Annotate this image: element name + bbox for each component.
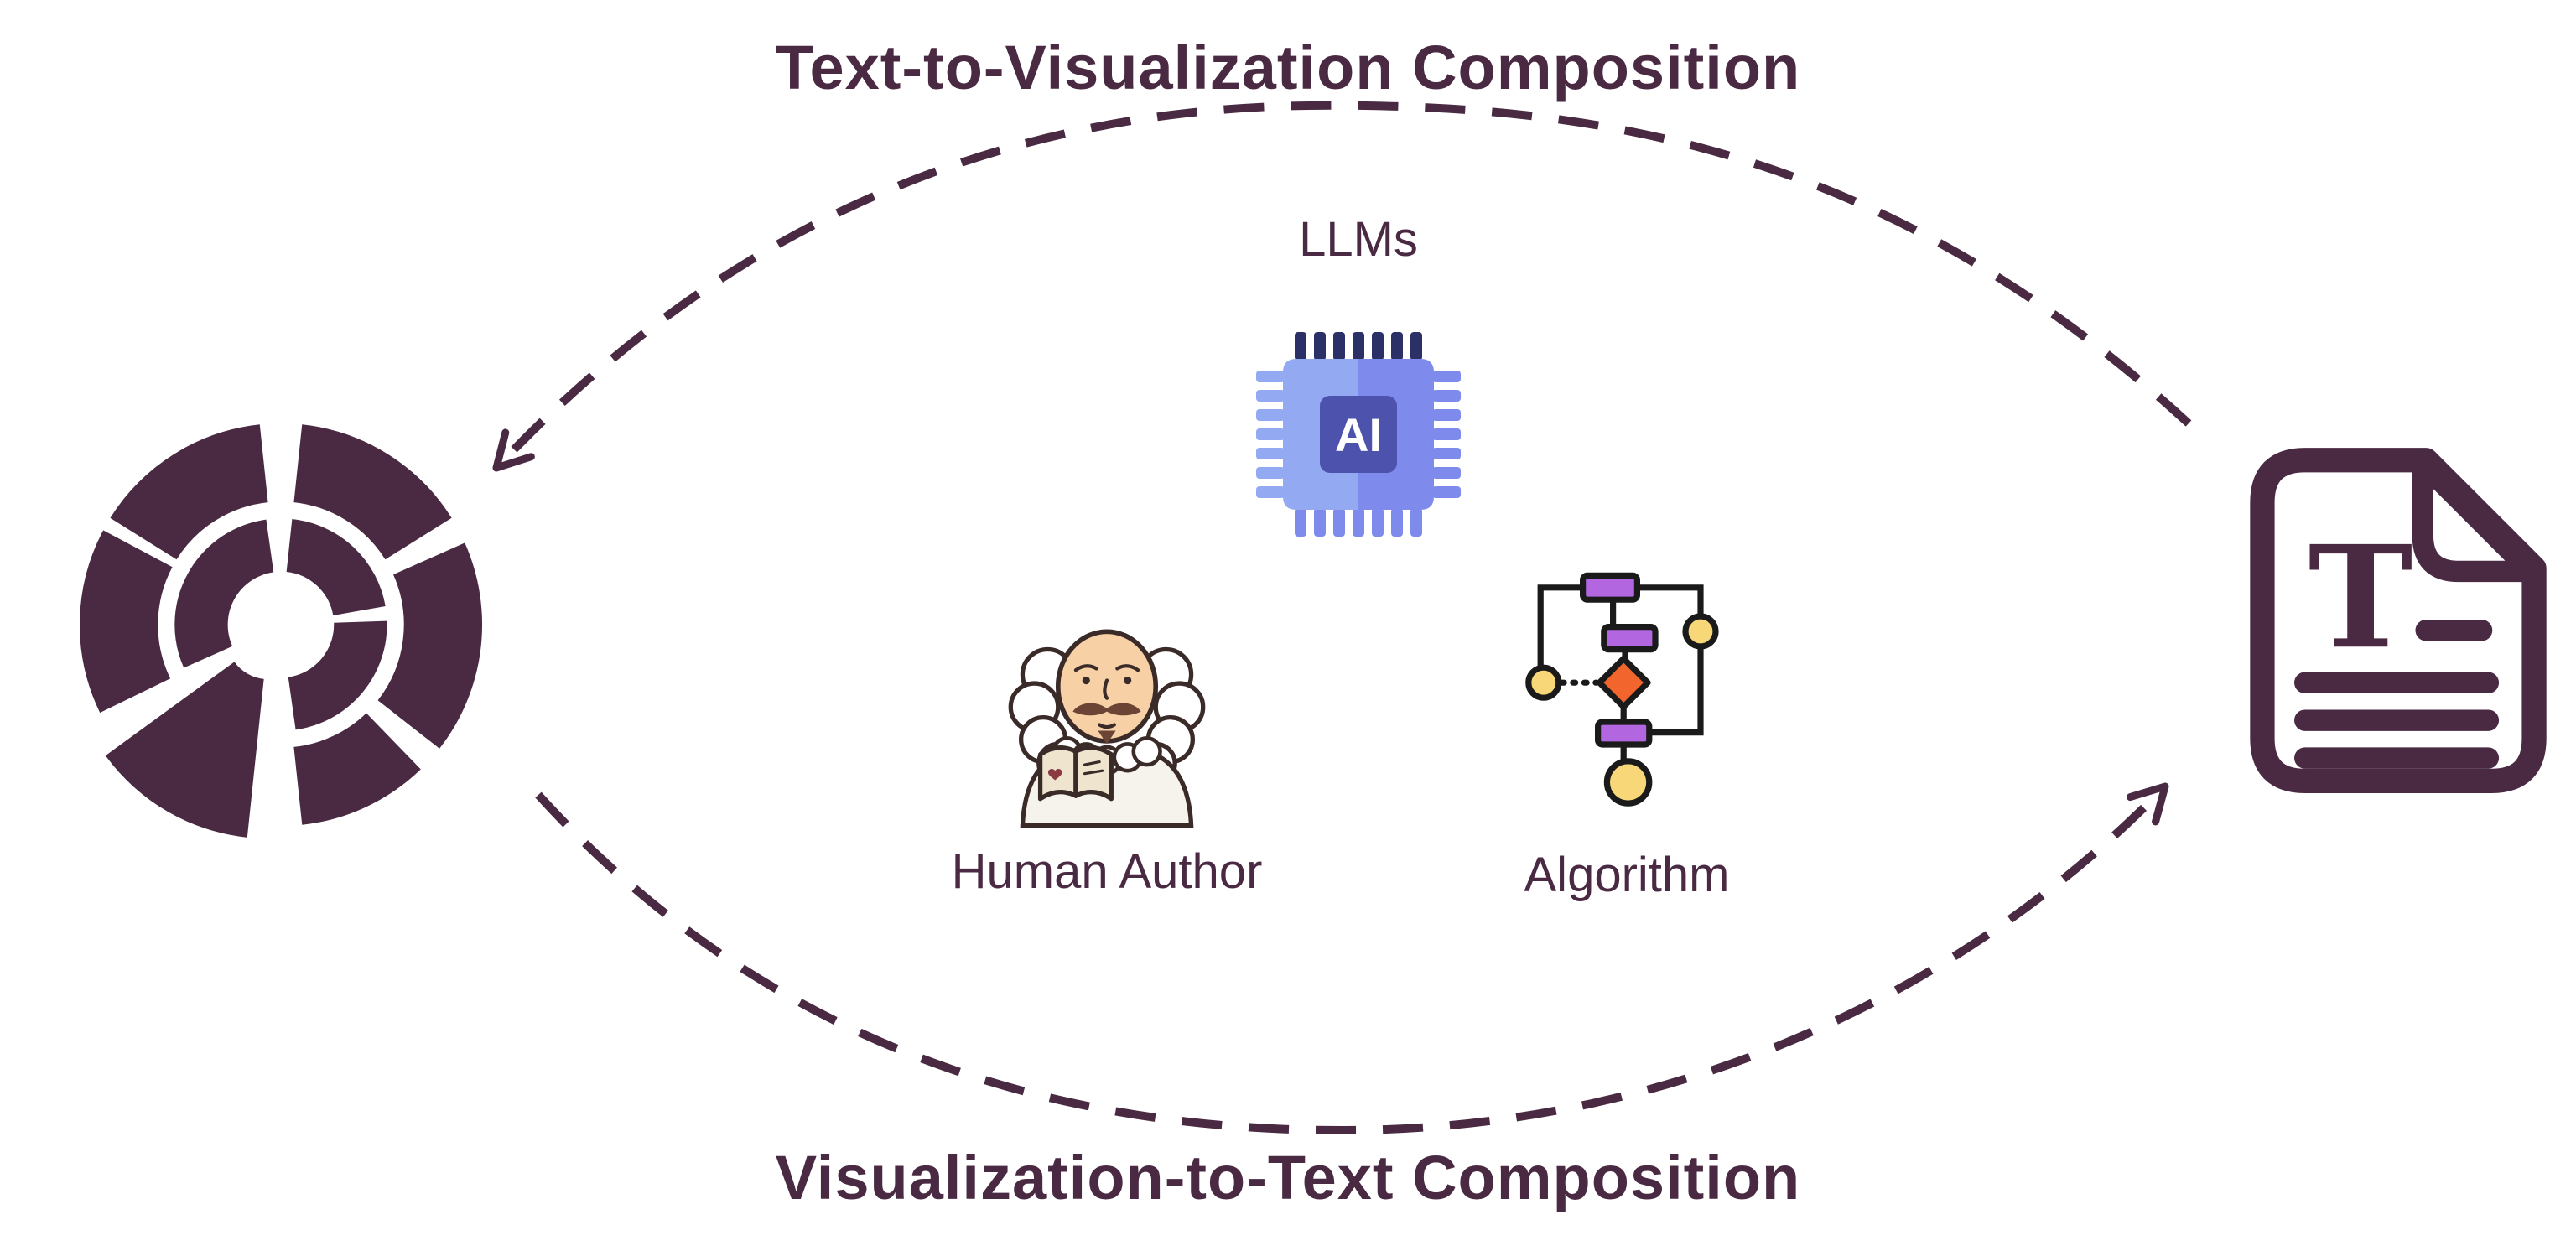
document-icon: T (2226, 429, 2570, 815)
donut-exploded-wedge (105, 662, 264, 838)
chip-pins-left (1256, 371, 1285, 498)
author-face (1073, 664, 1140, 729)
text-to-vis-arrow (492, 101, 2192, 472)
flow-connectors (1537, 584, 1704, 761)
algorithm-flowchart-icon (1519, 563, 1746, 820)
author-eye-right (1124, 676, 1132, 685)
author-book (1037, 745, 1114, 802)
document-letter-t: T (2309, 514, 2413, 680)
author-mustache (1072, 703, 1141, 716)
top-title: Text-to-Visualization Composition (775, 33, 1801, 102)
chip-core (1320, 396, 1397, 473)
donut-inner-ring (174, 519, 387, 730)
human-author-label: Human Author (951, 844, 1263, 899)
document-text-lines (2294, 620, 2500, 769)
flow-diamond (1596, 655, 1651, 710)
book-heart (1047, 768, 1062, 781)
chip-pins-bottom (1295, 508, 1422, 537)
llms-label: LLMs (1299, 212, 1418, 267)
donut-outer-ring (80, 424, 482, 825)
chip-pins-right (1432, 371, 1461, 498)
document-fold (2412, 452, 2542, 583)
author-eye-left (1082, 676, 1090, 685)
author-goatee (1098, 730, 1116, 745)
bottom-title: Visualization-to-Text Composition (775, 1143, 1801, 1212)
chip-pins-top (1295, 332, 1422, 361)
flow-circles (1525, 613, 1719, 807)
donut-chart-icon (71, 415, 491, 838)
human-author-icon (981, 577, 1233, 828)
vis-to-text-arrow (535, 782, 2169, 1135)
flow-rects (1580, 572, 1659, 748)
ai-chip-icon: AI (1233, 309, 1484, 560)
chip-ai-text: AI (1335, 408, 1382, 461)
algorithm-label: Algorithm (1524, 848, 1730, 902)
